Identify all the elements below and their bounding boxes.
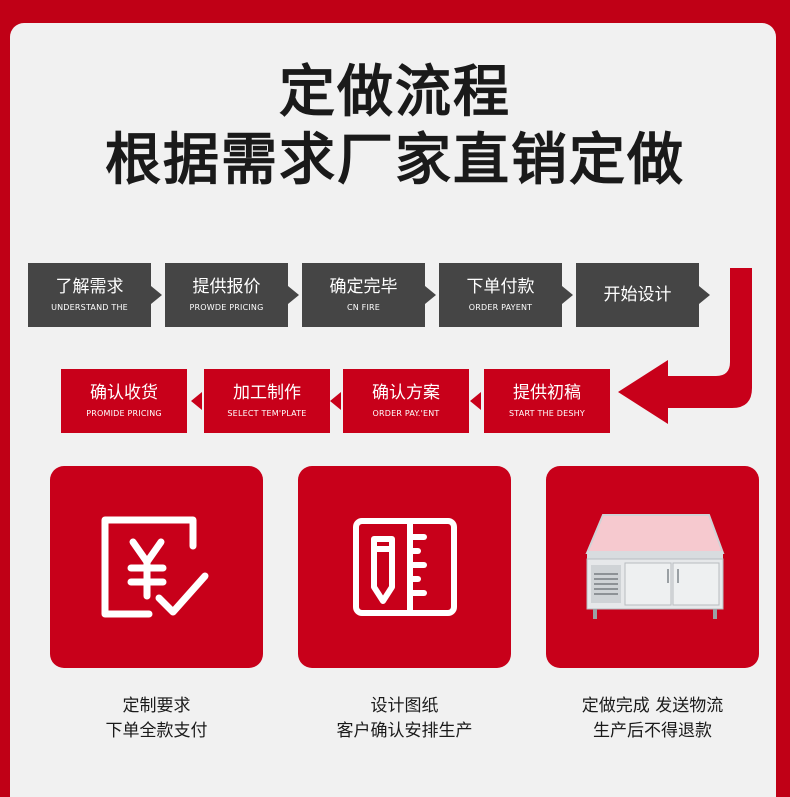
flow-step-sublabel: PROMIDE PRICING [86,409,162,418]
arrow-right-icon [562,286,573,304]
flow-step-label: 下单付款 [466,277,535,297]
arrow-left-icon [330,392,341,410]
feature-caption-payment: 定制要求 下单全款支付 [50,694,263,744]
flow-step-sublabel: ORDER PAY.'ENT [372,409,440,418]
page-subtitle: 根据需求厂家直销定做 [105,128,685,193]
page-title: 定做流程 [279,60,511,125]
arrow-right-icon [699,286,710,304]
flow-step-label: 提供初稿 [513,383,581,403]
flow-step-label: 加工制作 [233,383,301,403]
feature-caption-delivery: 定做完成 发送物流 生产后不得退款 [546,694,759,744]
flow-step-label: 了解需求 [55,277,124,297]
flow-step-label: 提供报价 [192,277,261,297]
caption-line: 客户确认安排生产 [336,721,473,741]
pencil-ruler-icon [352,518,457,616]
caption-line: 定制要求 [122,696,191,716]
feature-card-payment [50,466,263,668]
flow-step-sublabel: PROWDE PRICING [189,303,264,312]
flow-step-sublabel: START THE DESHY [509,409,585,418]
arrow-right-icon [288,286,299,304]
refrigerator-icon [584,514,724,619]
flow-step-label: 确定完毕 [329,277,398,297]
caption-line: 下单全款支付 [105,721,208,741]
flow-step-sublabel: SELECT TEM'PLATE [227,409,307,418]
flow-step-design: 开始设计 [576,263,699,327]
flow-step-sublabel: CN FIRE [346,303,381,312]
flow-step-understand: 了解需求 UNDERSTAND THE [28,263,151,327]
flow-step-label: 确认方案 [372,383,440,403]
yen-check-icon [101,516,208,618]
flow-step-label: 确认收货 [90,383,158,403]
arrow-left-icon [191,392,202,410]
feature-card-delivery [546,466,759,668]
flow-step-payment: 下单付款 ORDER PAYENT [439,263,562,327]
feature-card-design [298,466,511,668]
caption-line: 定做完成 发送物流 [581,696,724,716]
u-turn-arrow-icon [618,268,752,424]
flow-step-label: 开始设计 [603,285,672,305]
arrow-right-icon [151,286,162,304]
flow-step-confirm: 确定完毕 CN FIRE [302,263,425,327]
flow-step-receive: 确认收货 PROMIDE PRICING [61,369,187,433]
arrow-left-icon [470,392,481,410]
flow-step-plan: 确认方案 ORDER PAY.'ENT [343,369,469,433]
flow-step-process: 加工制作 SELECT TEM'PLATE [204,369,330,433]
flow-step-sublabel: UNDERSTAND THE [51,303,128,312]
caption-line: 设计图纸 [370,696,439,716]
flow-step-draft: 提供初稿 START THE DESHY [484,369,610,433]
flow-step-sublabel: ORDER PAYENT [468,303,533,312]
caption-line: 生产后不得退款 [593,721,712,741]
flow-step-quote: 提供报价 PROWDE PRICING [165,263,288,327]
feature-caption-design: 设计图纸 客户确认安排生产 [298,694,511,744]
arrow-right-icon [425,286,436,304]
